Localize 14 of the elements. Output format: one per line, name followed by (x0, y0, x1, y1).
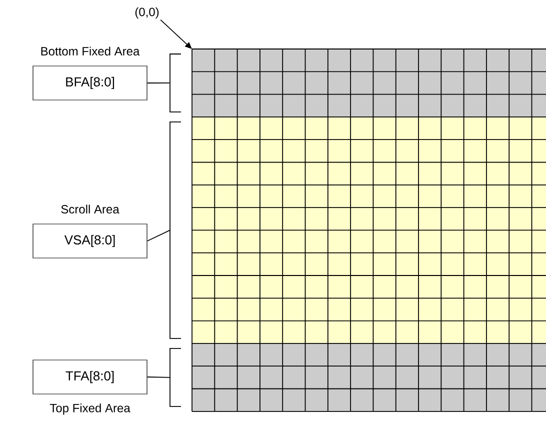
grid-band (192, 48, 546, 118)
bracket-leader (146, 54, 182, 112)
grid-band (192, 116, 546, 344)
register-box: VSA[8:0] (32, 224, 148, 258)
register-box: TFA[8:0] (32, 360, 148, 394)
area-label: Top Fixed Area (50, 404, 130, 415)
origin-label: (0,0) (135, 7, 159, 19)
area-label: Bottom Fixed Area (41, 46, 140, 56)
grid-band (192, 343, 546, 412)
bracket-leader (146, 348, 182, 407)
register-box: BFA[8:0] (32, 66, 148, 100)
area-label: Scroll Area (61, 204, 120, 214)
bracket-leader (146, 122, 182, 339)
arrow (160, 19, 192, 49)
